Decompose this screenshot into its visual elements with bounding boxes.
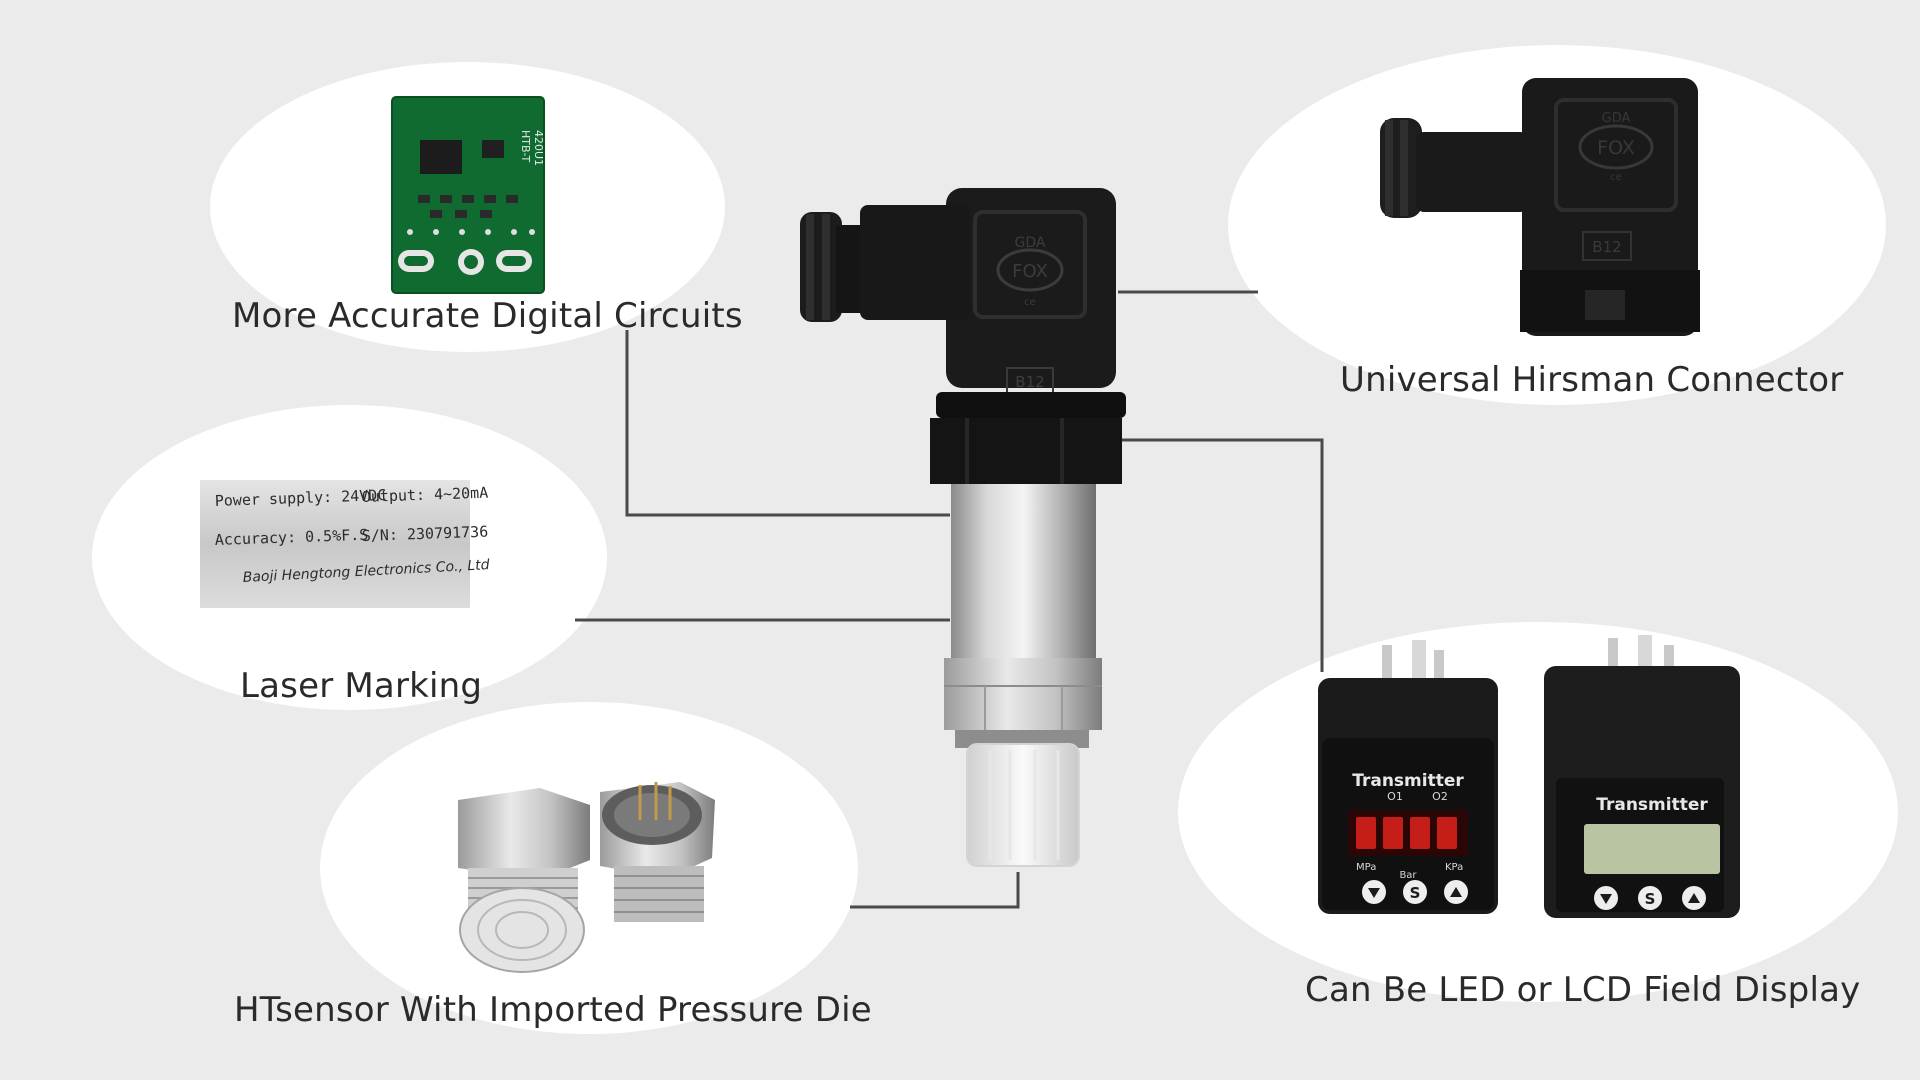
connector-model: B12 <box>1015 373 1044 391</box>
leader-sensor <box>850 872 1020 909</box>
marking-line2-right: S/N: 230791736 <box>362 523 489 545</box>
pressure-die-image <box>458 782 715 973</box>
led-title: Transmitter <box>1352 771 1464 791</box>
display-label: Can Be LED or LCD Field Display <box>1305 970 1861 1010</box>
marking-line2-left: Accuracy: 0.5%F.S <box>215 526 369 549</box>
marking-line1-left: Power supply: 24VDC <box>215 486 387 510</box>
lcd-title: Transmitter <box>1596 795 1708 815</box>
large-connector-brand-top: GDA <box>1602 111 1631 126</box>
led-unit-mpa: MPa <box>1356 862 1376 873</box>
led-unit-bar: Bar <box>1399 870 1417 881</box>
circuits-label: More Accurate Digital Circuits <box>232 296 743 336</box>
lcd-display-image: Transmitter S <box>1544 635 1740 918</box>
large-connector-brand: FOX <box>1597 137 1635 159</box>
board-text-2: 420U1 <box>532 130 545 166</box>
connector-brand-top: GDA <box>1015 235 1046 251</box>
svg-text:ce: ce <box>1024 297 1036 308</box>
pressure-transmitter: GDA FOX ce B12 <box>800 188 1126 867</box>
marking-label: Laser Marking <box>240 666 483 706</box>
circuit-board-image: HTB-T 420U1 <box>391 96 545 294</box>
led-display-image: Transmitter O1 O2 MPa Bar KPa S <box>1318 640 1498 914</box>
large-connector-model: B12 <box>1592 238 1621 256</box>
hirschmann-connector-image: GDA FOX ce B12 <box>1380 78 1700 336</box>
display-bubble <box>1178 622 1898 1002</box>
lcd-button-s: S <box>1645 890 1656 908</box>
connector-brand: FOX <box>1012 261 1048 282</box>
svg-text:ce: ce <box>1610 172 1622 183</box>
marking-line1-right: Output: 4~20mA <box>362 484 489 506</box>
board-text-1: HTB-T <box>519 130 532 162</box>
leader-lines <box>575 290 1324 909</box>
leader-circuits <box>625 330 950 517</box>
led-button-s: S <box>1410 884 1421 902</box>
led-o2: O2 <box>1432 790 1448 803</box>
connector-label: Universal Hirsman Connector <box>1340 360 1844 400</box>
led-o1: O1 <box>1387 790 1403 803</box>
sensor-bubble <box>320 702 858 1034</box>
laser-marking-image: Power supply: 24VDC Output: 4~20mA Accur… <box>200 480 490 608</box>
leader-display <box>1120 438 1324 672</box>
sensor-label: HTsensor With Imported Pressure Die <box>234 990 872 1030</box>
led-unit-kpa: KPa <box>1445 862 1463 873</box>
